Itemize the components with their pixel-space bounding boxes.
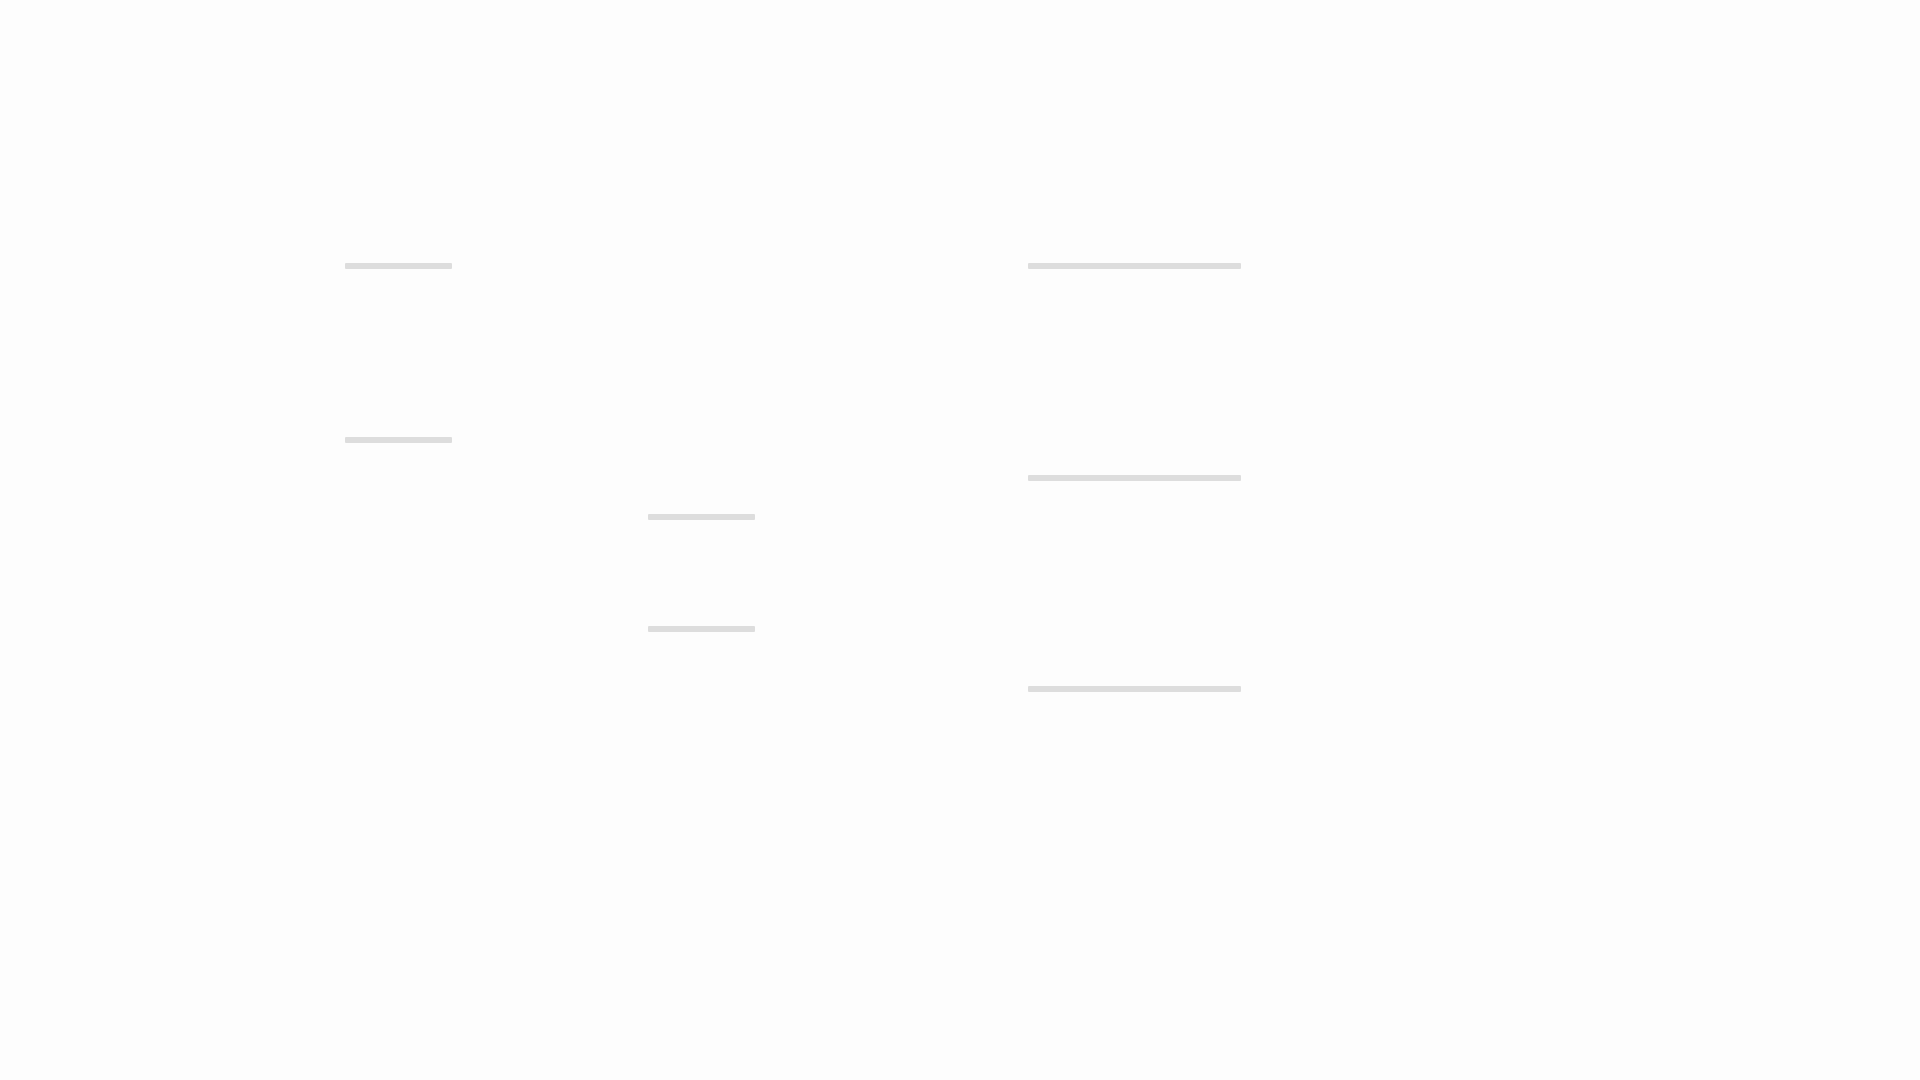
skeleton-line [1028, 475, 1241, 481]
right-column-skeleton [1028, 0, 1244, 1080]
skeleton-line [1028, 686, 1241, 692]
middle-column-skeleton [648, 0, 758, 1080]
skeleton-line [1028, 263, 1241, 269]
left-column-skeleton [345, 0, 455, 1080]
skeleton-line [648, 514, 755, 520]
skeleton-line [345, 263, 452, 269]
skeleton-line [648, 626, 755, 632]
skeleton-line [345, 437, 452, 443]
